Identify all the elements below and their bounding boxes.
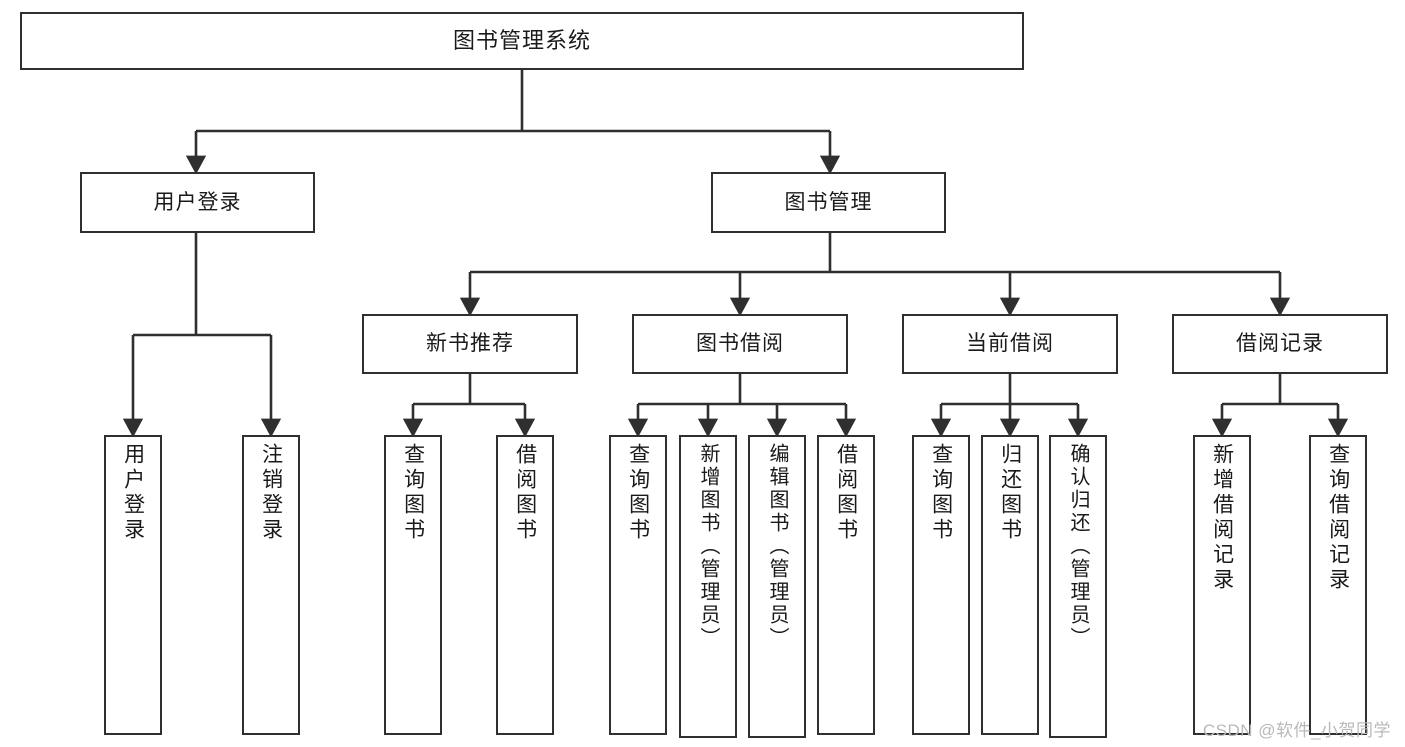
- node-book-borrow[interactable]: 图书借阅: [632, 314, 848, 374]
- leaf-query-book-current[interactable]: 查询图书: [912, 435, 970, 735]
- leaf-return-book-label: 归还图书: [998, 443, 1022, 543]
- node-user-login-label: 用户登录: [153, 190, 242, 214]
- leaf-borrow-book-recommend[interactable]: 借阅图书: [496, 435, 554, 735]
- node-current-borrow-label: 当前借阅: [966, 332, 1054, 356]
- node-book-management-label: 图书管理: [784, 190, 873, 214]
- node-borrow-record[interactable]: 借阅记录: [1172, 314, 1388, 374]
- leaf-query-book-borrow-label: 查询图书: [626, 443, 650, 543]
- node-user-login[interactable]: 用户登录: [80, 172, 315, 233]
- leaf-query-book-current-label: 查询图书: [929, 443, 953, 543]
- node-current-borrow[interactable]: 当前借阅: [902, 314, 1118, 374]
- leaf-borrow-book-borrow-label: 借阅图书: [834, 443, 858, 543]
- leaf-user-login[interactable]: 用户登录: [104, 435, 162, 735]
- leaf-return-book[interactable]: 归还图书: [981, 435, 1039, 735]
- node-book-management[interactable]: 图书管理: [711, 172, 946, 233]
- leaf-borrow-book-borrow[interactable]: 借阅图书: [817, 435, 875, 735]
- leaf-logout-login[interactable]: 注销登录: [242, 435, 300, 735]
- leaf-logout-login-label: 注销登录: [259, 443, 283, 543]
- leaf-add-borrow-record[interactable]: 新增借阅记录: [1193, 435, 1251, 735]
- node-new-book-recommend-label: 新书推荐: [426, 332, 514, 356]
- leaf-query-borrow-record-label: 查询借阅记录: [1326, 443, 1350, 593]
- node-book-borrow-label: 图书借阅: [696, 332, 784, 356]
- node-new-book-recommend[interactable]: 新书推荐: [362, 314, 578, 374]
- leaf-query-borrow-record[interactable]: 查询借阅记录: [1309, 435, 1367, 735]
- leaf-edit-book-admin-label: 编辑图书（管理员）: [766, 443, 788, 650]
- leaf-confirm-return-admin[interactable]: 确认归还（管理员）: [1049, 435, 1107, 738]
- node-borrow-record-label: 借阅记录: [1236, 332, 1324, 356]
- node-root-book-management-system[interactable]: 图书管理系统: [20, 12, 1024, 70]
- leaf-borrow-book-recommend-label: 借阅图书: [513, 443, 537, 543]
- leaf-query-book-borrow[interactable]: 查询图书: [609, 435, 667, 735]
- leaf-query-book-recommend-label: 查询图书: [401, 443, 425, 543]
- leaf-add-borrow-record-label: 新增借阅记录: [1210, 443, 1234, 593]
- leaf-edit-book-admin[interactable]: 编辑图书（管理员）: [748, 435, 806, 738]
- leaf-add-book-admin[interactable]: 新增图书（管理员）: [679, 435, 737, 738]
- leaf-confirm-return-admin-label: 确认归还（管理员）: [1067, 443, 1089, 650]
- leaf-add-book-admin-label: 新增图书（管理员）: [697, 443, 719, 650]
- leaf-user-login-label: 用户登录: [121, 443, 145, 543]
- leaf-query-book-recommend[interactable]: 查询图书: [384, 435, 442, 735]
- node-root-label: 图书管理系统: [452, 27, 591, 53]
